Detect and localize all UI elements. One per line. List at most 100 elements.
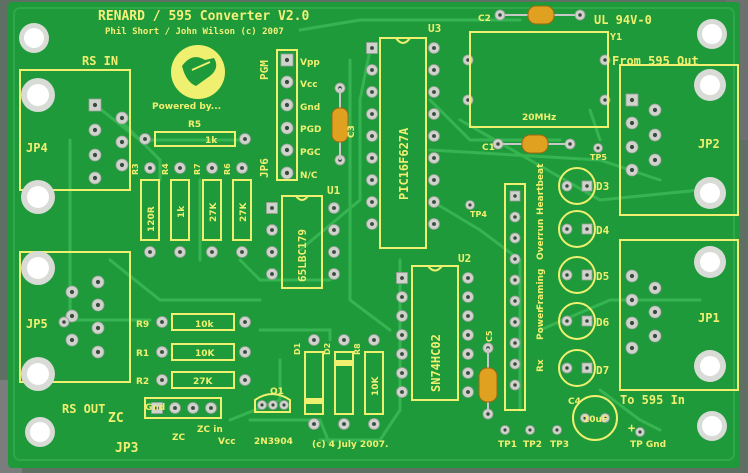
pad-hole	[496, 142, 500, 146]
pad-hole	[432, 68, 436, 72]
pad-hole	[312, 422, 316, 426]
led-label-power: Power	[536, 308, 546, 340]
pad-hole	[565, 227, 569, 231]
r4-label: R4	[161, 163, 170, 175]
board	[8, 2, 740, 468]
pad-hole	[400, 371, 404, 375]
pad-hole	[95, 302, 101, 308]
pad-hole	[629, 345, 635, 351]
c4-plus-label: +	[628, 421, 635, 435]
pad-hole	[583, 416, 587, 420]
pad-hole	[92, 127, 98, 133]
capacitor-c5	[478, 348, 498, 412]
r3-label: R3	[131, 163, 140, 175]
pad-hole	[243, 320, 247, 324]
pad-hole	[342, 422, 346, 426]
pad-hole	[513, 278, 517, 282]
pad-hole	[69, 289, 75, 295]
pad-hole	[370, 112, 374, 116]
capacitor-c4-outline	[572, 395, 618, 441]
pad-hole	[148, 250, 152, 254]
jp2-label: JP2	[698, 137, 720, 151]
pad-hole	[191, 406, 195, 410]
c5-label: C5	[485, 330, 494, 342]
pad-hole	[466, 98, 470, 102]
pad-hole	[370, 46, 374, 50]
led-label-rx: Rx	[536, 359, 546, 372]
pad-hole	[432, 90, 436, 94]
pad-hole	[284, 170, 290, 176]
pad-hole	[160, 378, 164, 382]
pad-hole	[513, 236, 517, 240]
u1-part-label: 65LBC179	[296, 229, 309, 282]
u2-label: U2	[458, 252, 471, 265]
pgm-pin-gnd: Gnd	[300, 103, 320, 113]
pad-hole	[240, 166, 244, 170]
pad-hole	[95, 279, 101, 285]
from-595-outline	[619, 64, 739, 216]
jp3-gnd-label: Gnd	[145, 403, 165, 413]
pad-hole	[332, 250, 336, 254]
rs-out-label: RS OUT	[62, 402, 105, 416]
pad-hole	[468, 203, 472, 207]
pad-hole	[69, 313, 75, 319]
pad-hole	[585, 319, 589, 323]
rs-in-label: RS IN	[82, 54, 118, 68]
pgm-pin-pgd: PGD	[300, 125, 321, 135]
board-date: (c) 4 July 2007.	[312, 440, 388, 450]
tp-gnd-label: TP Gnd	[630, 440, 666, 450]
pad-hole	[513, 215, 517, 219]
pad-hole	[370, 178, 374, 182]
pad-hole	[178, 166, 182, 170]
r1-label: R1	[136, 349, 149, 359]
pad-hole	[372, 338, 376, 342]
r8-value: 10K	[371, 375, 381, 396]
pad-hole	[282, 403, 286, 407]
pad-hole	[513, 362, 517, 366]
pgm-pin-vpp: Vpp	[300, 58, 320, 68]
to-595-outline	[619, 239, 739, 391]
mounting-holes	[19, 19, 727, 447]
u3-notch	[395, 37, 411, 44]
pad-hole	[155, 406, 159, 410]
pad-hole	[568, 142, 572, 146]
capacitor-c3	[331, 88, 349, 160]
pad-hole	[270, 250, 274, 254]
u2-notch	[427, 265, 443, 272]
tp2-label: TP2	[523, 440, 542, 450]
pad-hole	[585, 227, 589, 231]
c2-label: C2	[478, 14, 491, 24]
pad-hole	[638, 430, 642, 434]
pad-hole	[466, 58, 470, 62]
jp3-outline	[144, 397, 222, 419]
pad-hole	[629, 144, 635, 150]
tp4-label: TP4	[470, 210, 487, 219]
pad-hole	[69, 337, 75, 343]
solder-pads	[58, 9, 662, 437]
board-title: RENARD / 595 Converter V2.0	[98, 9, 309, 24]
pad-hole	[270, 206, 274, 210]
pad-hole	[629, 167, 635, 173]
r6-label: R6	[223, 163, 232, 175]
pad-hole	[432, 178, 436, 182]
led-resistor-array	[504, 183, 526, 411]
r7-value: 27K	[209, 201, 219, 222]
pad-hole	[466, 295, 470, 299]
r3-value: 120R	[147, 206, 157, 232]
horizontal-resistors	[171, 313, 235, 389]
pad-hole	[432, 112, 436, 116]
d1-label: D1	[293, 342, 302, 355]
pad-hole	[513, 320, 517, 324]
crystal-outline	[469, 31, 609, 128]
u1-notch	[295, 195, 309, 201]
pad-hole	[95, 349, 101, 355]
pad-hole	[629, 297, 635, 303]
pad-hole	[466, 333, 470, 337]
led-d6-label: D6	[596, 316, 610, 329]
c4-value: 10uF	[583, 415, 608, 425]
pgm-label: PGM	[258, 60, 271, 80]
resistor-r5	[154, 131, 236, 147]
pad-hole	[370, 90, 374, 94]
r2-value: 27K	[193, 377, 214, 387]
